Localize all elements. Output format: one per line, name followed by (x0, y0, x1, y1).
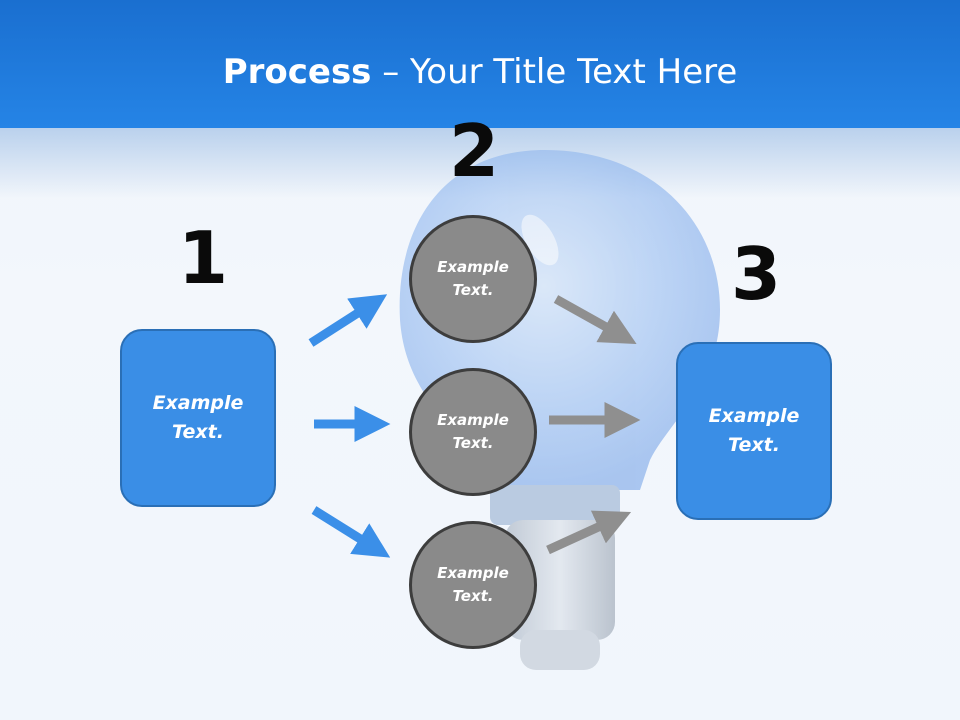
step-3-box-text: Example Text. (708, 405, 800, 456)
step-3-box: Example Text. (676, 342, 832, 520)
step-2-circle-bottom: Example Text. (409, 521, 537, 649)
title-bold: Process (222, 52, 372, 92)
circle-text: Example Text. (437, 411, 509, 452)
step-number-2: 2 (449, 109, 500, 193)
step-1-box-text: Example Text. (152, 392, 244, 443)
circle-text: Example Text. (437, 564, 509, 605)
circle-text: Example Text. (437, 258, 509, 299)
step-2-circle-middle: Example Text. (409, 368, 537, 496)
title-bar (0, 0, 960, 128)
arrow-right-icon (546, 510, 632, 555)
step-2-circle-top: Example Text. (409, 215, 537, 343)
arrow-right-icon (308, 294, 388, 347)
step-number-3: 3 (731, 232, 782, 316)
arrow-right-icon (553, 295, 637, 345)
step-number-1: 1 (178, 216, 229, 300)
page-title: Process – Your Title Text Here (0, 52, 960, 92)
step-1-box: Example Text. (120, 329, 276, 507)
title-rest: – Your Title Text Here (371, 52, 738, 92)
arrow-right-icon (311, 506, 391, 558)
